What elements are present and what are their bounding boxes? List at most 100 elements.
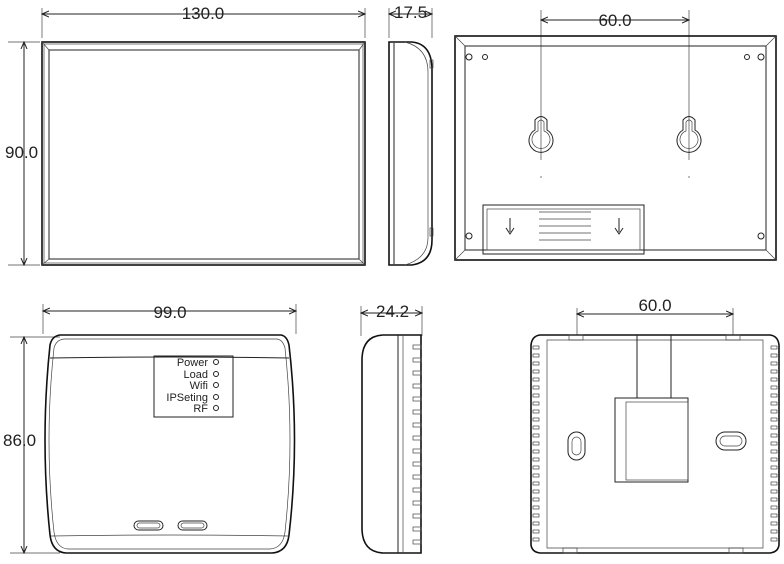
side-vent-slot (412, 435, 422, 441)
back-vent-slot (532, 377, 540, 382)
back-vent-slot (532, 417, 540, 422)
back-vent-slot (532, 529, 540, 534)
back-vent-slot (532, 449, 540, 454)
battery-cover (482, 204, 645, 255)
back-vent-slot (770, 393, 778, 398)
back-vent-slot (532, 393, 540, 398)
back-vent-slot (532, 513, 540, 518)
back-vent-slot (770, 441, 778, 446)
back-vent-slot (532, 521, 540, 526)
back-vent-slot (532, 369, 540, 374)
side-vent-slot (412, 409, 422, 415)
side-vent-slot (412, 487, 422, 493)
back-vent-slot (532, 481, 540, 486)
slot-hole-left (567, 431, 586, 461)
bottom-side-depth-label: 24.2 (376, 302, 409, 321)
side-vent-slot (412, 422, 422, 428)
back-vent-slot (770, 385, 778, 390)
back-vent-slot (532, 345, 540, 350)
back-vent-slot (532, 497, 540, 502)
bottom-side-view: 24.2 (361, 302, 422, 554)
back-vent-slot (770, 369, 778, 374)
back-vent-slot (532, 457, 540, 462)
back-vent-slot (532, 361, 540, 366)
back-vent-slot (770, 401, 778, 406)
side-vent-slot (412, 370, 422, 376)
back-vent-slot (770, 353, 778, 358)
back-vent-slot (770, 513, 778, 518)
indicator-label-ipseting: IPSeting (166, 392, 208, 404)
back-vent-slot (532, 409, 540, 414)
side-vent-slot (412, 344, 422, 350)
back-vent-slot (770, 345, 778, 350)
slot-hole-right (715, 431, 747, 451)
back-vents (532, 345, 778, 542)
back-vent-slot (532, 465, 540, 470)
back-vent-slot (770, 433, 778, 438)
indicator-led-load (213, 371, 219, 377)
back-vent-slot (770, 409, 778, 414)
back-vent-slot (532, 353, 540, 358)
back-vent-slot (532, 385, 540, 390)
indicator-led-power (213, 359, 219, 365)
side-vent-slot (412, 357, 422, 363)
back-vent-slot (770, 449, 778, 454)
indicator-led-ipseting (213, 394, 219, 400)
side-vent-slot (412, 539, 422, 545)
back-vent-slot (770, 505, 778, 510)
indicator-label-wifi: Wifi (190, 380, 208, 392)
bottom-back-hole-spacing-label: 60.0 (638, 296, 671, 315)
front-button-left (133, 520, 164, 531)
back-vent-slot (770, 497, 778, 502)
back-vent-slot (770, 457, 778, 462)
top-front-view: 130.0 90.0 (5, 4, 365, 265)
back-vent-slot (770, 481, 778, 486)
back-vent-slot (770, 529, 778, 534)
side-vent-slot (412, 526, 422, 532)
bottom-back-view: 60.0 (530, 296, 780, 554)
keyhole-left (528, 116, 554, 153)
top-front-height-label: 90.0 (5, 143, 38, 162)
side-vent-slot (412, 448, 422, 454)
bottom-front-width-label: 99.0 (153, 303, 186, 322)
back-vent-slot (770, 425, 778, 430)
top-side-view: 17.5 (389, 3, 434, 266)
top-back-hole-spacing-label: 60.0 (598, 11, 631, 30)
back-vent-slot (532, 473, 540, 478)
side-vent-slot (412, 500, 422, 506)
indicator-led-rf (213, 405, 219, 411)
keyhole-right (676, 116, 702, 153)
side-vent-slot (412, 513, 422, 519)
back-vent-slot (532, 441, 540, 446)
bottom-front-view: 99.0 86.0 Power Load Wifi IPSeting RF (3, 303, 296, 553)
side-vent-slot (412, 461, 422, 467)
indicator-label-power: Power (177, 357, 209, 369)
back-vent-slot (770, 537, 778, 542)
back-vent-slot (532, 433, 540, 438)
back-vent-slot (770, 521, 778, 526)
back-vent-slot (532, 401, 540, 406)
back-vent-slot (532, 489, 540, 494)
back-vent-slot (770, 377, 778, 382)
side-vents (412, 344, 422, 545)
bottom-front-height-label: 86.0 (3, 431, 36, 450)
side-vent-slot (412, 383, 422, 389)
back-vent-slot (770, 361, 778, 366)
top-back-view: 60.0 (454, 10, 777, 261)
indicator-label-rf: RF (193, 403, 208, 415)
back-vent-slot (532, 425, 540, 430)
back-vent-slot (770, 417, 778, 422)
side-vent-slot (412, 474, 422, 480)
front-button-right (177, 520, 208, 531)
indicator-led-wifi (213, 382, 219, 388)
top-front-width-label: 130.0 (182, 4, 225, 23)
back-vent-slot (770, 473, 778, 478)
back-vent-slot (532, 505, 540, 510)
back-vent-slot (532, 537, 540, 542)
back-vent-slot (770, 465, 778, 470)
back-vent-slot (770, 489, 778, 494)
top-side-depth-label: 17.5 (394, 3, 427, 22)
indicator-label-load: Load (184, 369, 208, 381)
